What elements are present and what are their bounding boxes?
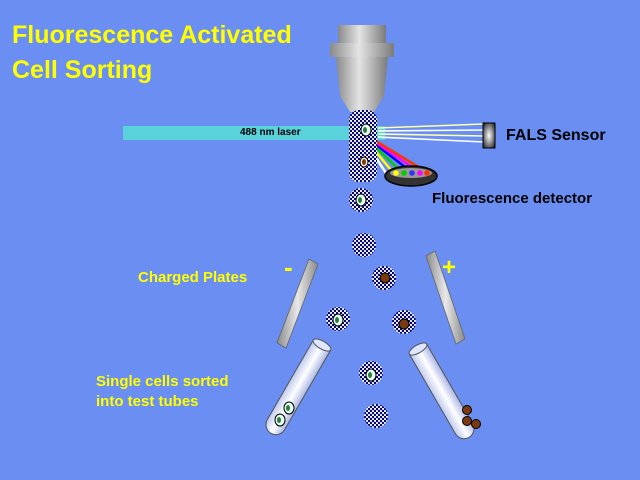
cell-green: [332, 313, 344, 327]
fals-sensor-icon: [482, 122, 496, 149]
fals-sensor-label: FALS Sensor: [506, 127, 606, 144]
droplet: [364, 404, 388, 428]
fluorescence-detector-label: Fluorescence detector: [432, 190, 593, 207]
cell-brown: [379, 272, 391, 284]
forward-scatter-lines: [377, 123, 485, 143]
cell-green: [355, 193, 367, 207]
left-test-tube: [265, 338, 332, 436]
minus-sign: -: [284, 252, 293, 282]
cell-brown: [359, 156, 369, 168]
nozzle: [330, 25, 394, 112]
title-line-1: Fluorescence Activated: [12, 21, 292, 49]
cell-green: [360, 123, 372, 137]
droplet: [352, 233, 376, 257]
fluorescence-detector-icon: [384, 165, 438, 187]
sorted-label-line-1: Single cells sorted: [96, 373, 229, 390]
cells: [332, 123, 410, 382]
title-line-2: Cell Sorting: [12, 56, 153, 84]
sorted-cells-label: Single cells sorted into test tubes: [96, 372, 296, 412]
page-title: Fluorescence Activated Cell Sorting: [12, 18, 292, 88]
laser-beam: [123, 126, 385, 140]
sorted-cells-left: [274, 401, 295, 427]
right-test-tube: [408, 342, 475, 440]
charged-plates-label: Charged Plates: [138, 269, 248, 286]
sorted-label-line-2: into test tubes: [96, 393, 199, 410]
plus-sign: +: [442, 254, 457, 281]
droplets: [326, 188, 416, 428]
positive-charged-plate: [425, 250, 466, 345]
fluid-stream: [349, 110, 377, 182]
negative-charged-plate: [276, 258, 319, 349]
cell-green: [365, 368, 377, 382]
cell-brown: [398, 318, 410, 330]
laser-label: 488 nm laser: [240, 127, 301, 138]
sorted-cells-right: [462, 405, 481, 429]
